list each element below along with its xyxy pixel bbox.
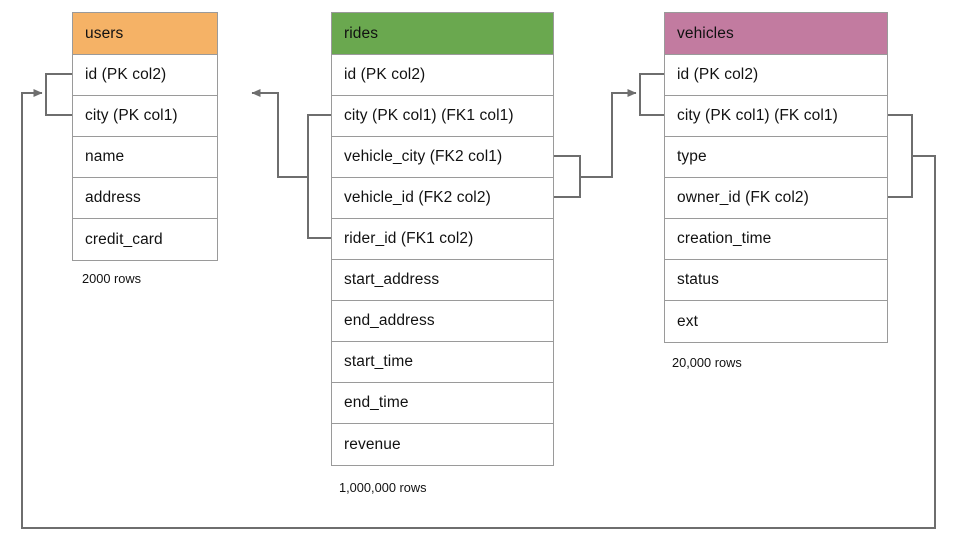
table-rides-header: rides <box>332 13 553 55</box>
rides-fk2-bracket <box>554 155 581 198</box>
field-users-city[interactable]: city (PK col1) <box>73 96 217 137</box>
row-count-vehicles: 20,000 rows <box>672 355 742 370</box>
row-count-rides: 1,000,000 rows <box>339 480 427 495</box>
field-users-id[interactable]: id (PK col2) <box>73 55 217 96</box>
field-vehicles-owner-id[interactable]: owner_id (FK col2) <box>665 178 887 219</box>
users-fk-bracket <box>45 73 72 116</box>
field-rides-start-time[interactable]: start_time <box>332 342 553 383</box>
field-rides-end-time[interactable]: end_time <box>332 383 553 424</box>
rides-fk1-bracket <box>307 114 331 239</box>
table-rides[interactable]: rides id (PK col2) city (PK col1) (FK1 c… <box>331 12 554 466</box>
field-rides-rider-id[interactable]: rider_id (FK1 col2) <box>332 219 553 260</box>
field-vehicles-type[interactable]: type <box>665 137 887 178</box>
field-users-address[interactable]: address <box>73 178 217 219</box>
table-vehicles[interactable]: vehicles id (PK col2) city (PK col1) (FK… <box>664 12 888 343</box>
field-rides-vehicle-city[interactable]: vehicle_city (FK2 col1) <box>332 137 553 178</box>
field-rides-vehicle-id[interactable]: vehicle_id (FK2 col2) <box>332 178 553 219</box>
field-rides-revenue[interactable]: revenue <box>332 424 553 465</box>
field-vehicles-city[interactable]: city (PK col1) (FK col1) <box>665 96 887 137</box>
field-users-credit-card[interactable]: credit_card <box>73 219 217 260</box>
field-users-name[interactable]: name <box>73 137 217 178</box>
field-rides-end-address[interactable]: end_address <box>332 301 553 342</box>
field-rides-start-address[interactable]: start_address <box>332 260 553 301</box>
table-users[interactable]: users id (PK col2) city (PK col1) name a… <box>72 12 218 261</box>
field-vehicles-status[interactable]: status <box>665 260 887 301</box>
row-count-users: 2000 rows <box>82 271 142 286</box>
field-rides-id[interactable]: id (PK col2) <box>332 55 553 96</box>
table-vehicles-header: vehicles <box>665 13 887 55</box>
vehicles-owner-bracket <box>888 114 913 198</box>
field-vehicles-id[interactable]: id (PK col2) <box>665 55 887 96</box>
table-users-header: users <box>73 13 217 55</box>
vehicles-fk-bracket <box>639 73 664 116</box>
relationship-rides-to-users <box>251 89 308 178</box>
relationship-rides-to-vehicles <box>580 89 637 178</box>
field-vehicles-ext[interactable]: ext <box>665 301 887 342</box>
field-rides-city[interactable]: city (PK col1) (FK1 col1) <box>332 96 553 137</box>
field-vehicles-creation-time[interactable]: creation_time <box>665 219 887 260</box>
